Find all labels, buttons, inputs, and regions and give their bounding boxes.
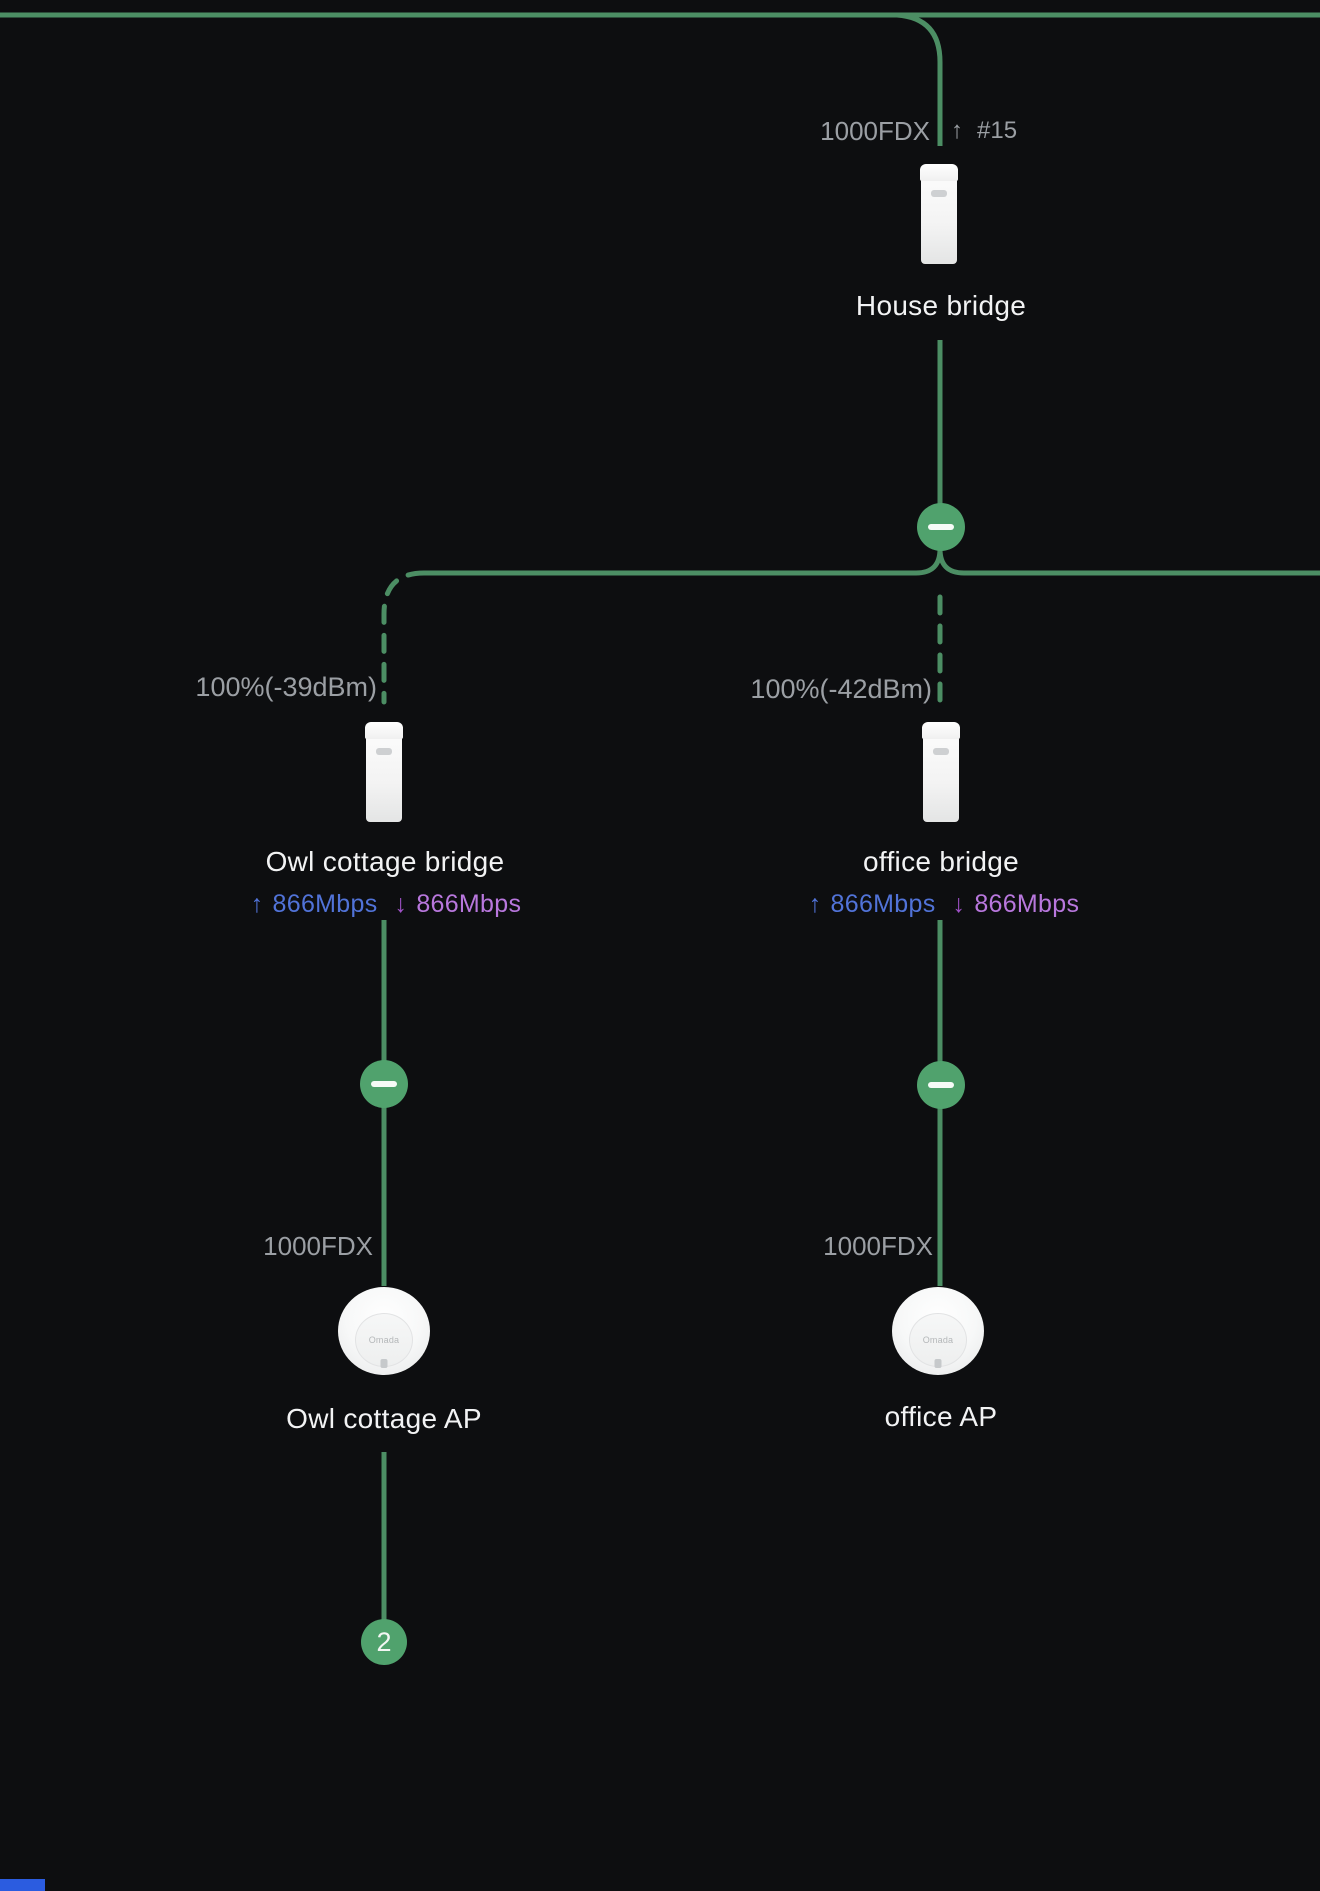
ap-led: [934, 1359, 942, 1368]
cpe-cap: [922, 722, 960, 739]
owl-ap-port-label: 1000FDX: [263, 1231, 373, 1261]
ap-face: Omada: [909, 1313, 967, 1367]
minus-icon: [928, 1082, 954, 1088]
uplink-direction-icon: ↑: [951, 117, 963, 144]
branch-left-line: [424, 548, 943, 576]
owl-bridge-name[interactable]: Owl cottage bridge: [265, 846, 505, 877]
horizontal-scrollbar-thumb[interactable]: [0, 1879, 45, 1891]
owl-ap-device-icon[interactable]: Omada: [338, 1287, 430, 1375]
owl-bridge-device-icon[interactable]: [365, 722, 403, 822]
upload-speed: 866Mbps: [830, 890, 936, 918]
client-count-badge[interactable]: 2: [361, 1619, 407, 1665]
house-bridge-name[interactable]: House bridge: [855, 290, 1027, 321]
ap-led: [380, 1359, 388, 1368]
collapse-node-button[interactable]: [917, 503, 965, 551]
upload-arrow-icon: ↑: [808, 890, 822, 918]
collapse-node-button[interactable]: [360, 1060, 408, 1108]
download-arrow-icon: ↓: [394, 890, 408, 918]
wireless-link-owl-bridge: [381, 570, 427, 705]
tp-link-logo: [376, 748, 392, 755]
upload-arrow-icon: ↑: [250, 890, 264, 918]
upload-speed: 866Mbps: [272, 890, 378, 918]
uplink-port-number: #15: [977, 117, 1018, 144]
cpe-cap: [365, 722, 403, 739]
branch-right-line: [937, 548, 1320, 576]
ap-face: Omada: [355, 1313, 413, 1367]
minus-icon: [371, 1081, 397, 1087]
house-bridge-device-icon[interactable]: [920, 164, 958, 264]
owl-bridge-speed-row: ↑ 866Mbps ↓ 866Mbps: [251, 890, 522, 919]
owl-ap-name[interactable]: Owl cottage AP: [286, 1403, 482, 1434]
tp-link-logo: [931, 190, 947, 197]
download-speed: 866Mbps: [416, 890, 522, 918]
office-ap-name[interactable]: office AP: [884, 1401, 998, 1432]
download-arrow-icon: ↓: [952, 890, 966, 918]
uplink-branch-line: [896, 12, 943, 146]
omada-logo: Omada: [368, 1335, 400, 1345]
collapse-node-button[interactable]: [917, 1061, 965, 1109]
office-bridge-device-icon[interactable]: [922, 722, 960, 822]
cpe-cap: [920, 164, 958, 181]
tp-link-logo: [933, 748, 949, 755]
owl-bridge-signal-label: 100%(-39dBm): [195, 672, 377, 702]
office-ap-port-label: 1000FDX: [823, 1231, 933, 1261]
download-speed: 866Mbps: [974, 890, 1080, 918]
client-count: 2: [376, 1626, 392, 1657]
office-bridge-name[interactable]: office bridge: [863, 846, 1019, 877]
office-bridge-speed-row: ↑ 866Mbps ↓ 866Mbps: [809, 890, 1080, 919]
omada-logo: Omada: [922, 1335, 954, 1345]
minus-icon: [928, 524, 954, 530]
office-bridge-signal-label: 100%(-42dBm): [750, 674, 932, 704]
office-ap-device-icon[interactable]: Omada: [892, 1287, 984, 1375]
uplink-port-label: 1000FDX: [820, 116, 930, 146]
